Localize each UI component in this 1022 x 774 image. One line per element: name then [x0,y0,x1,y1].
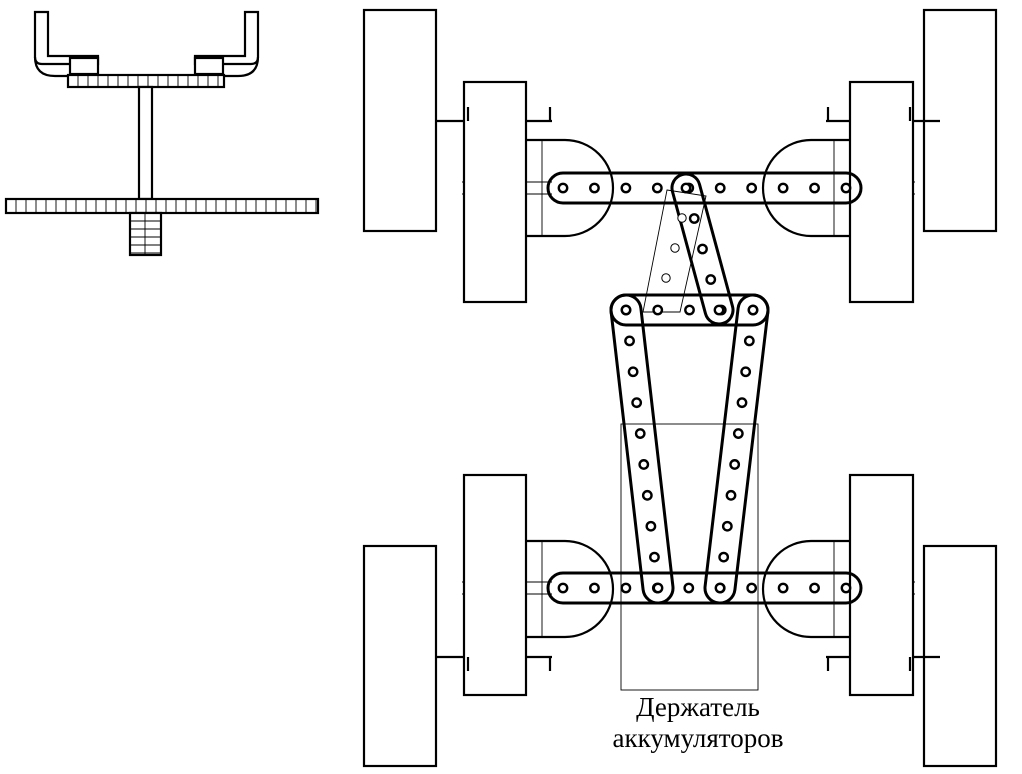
triangle-gusset [642,189,707,313]
strip-hole [652,582,664,594]
wheel-rear-left-inner [462,473,528,697]
strip-hole [809,182,820,194]
right-long-strip [703,293,770,605]
gusset-hole [661,273,671,283]
perforated-strips [546,171,863,605]
battery-holder-outline [620,423,759,691]
strip-hole [725,489,737,501]
strip-hole [620,182,632,194]
strip-hole [620,304,632,316]
gusset-hole [677,213,687,223]
front-link-strip-body [670,172,735,326]
axle-stubs [436,107,940,671]
strip-hole [729,459,741,470]
strip-hole [746,182,758,194]
hatching [77,75,219,87]
left-long-strip-body [609,293,675,605]
strip-hole [680,182,692,194]
strip-hole [634,428,646,439]
strip-hole [645,520,657,532]
strip-hole [624,335,635,347]
top-view-chassis: Держатель аккумуляторов [362,8,998,768]
strip-hole [740,366,752,378]
strip-hole [705,274,717,285]
strip-hole [721,520,733,532]
hatching [15,199,317,213]
front-cross-strip-body [546,171,863,205]
strip-hole [747,304,759,316]
strip-hole [627,366,639,378]
strip-hole [684,304,695,316]
strip-hole [557,582,569,594]
strip-hole [557,182,569,194]
strip-hole [718,551,730,563]
wheel-rear-left-outer [362,544,438,768]
strip-hole [714,182,726,194]
right-long-strip-body [703,293,770,605]
strip-hole [777,182,789,194]
strip-hole [683,582,695,594]
wheel-front-left-inner [462,80,528,304]
rear-right-motor-housing [761,539,850,639]
strip-hole [840,582,852,594]
strip-hole [736,397,748,409]
strip-hole [589,582,600,594]
vertical-rod [137,85,154,201]
strip-hole [713,304,725,316]
rear-left-motor-housing [526,539,615,639]
strip-hole [651,182,663,194]
front-left-motor-housing [526,138,615,238]
strip-hole [638,459,650,470]
strip-hole [743,335,755,347]
strip-hole [631,397,643,409]
nut-hatching [130,213,161,255]
horizontal-strip [4,197,320,215]
strip-hole [649,551,660,563]
strip-hole [620,582,632,594]
nut [128,211,163,257]
battery-holder-label-line1: Держатель [636,692,760,722]
front-right-motor-housing [761,138,850,238]
strip-hole [840,182,852,194]
side-view-bracket-assembly [4,10,320,257]
wheel-front-left-outer [362,8,438,233]
rear-cross-strip-body [546,571,863,605]
strip-hole [589,182,600,194]
strip-hole [652,304,664,316]
u-bracket [33,10,100,66]
front-cross-strip [546,171,863,205]
strip-hole [714,582,726,594]
mounting-plate [66,73,226,89]
strip-hole [777,582,789,594]
strip-hole [746,582,758,594]
strip-hole [697,243,708,255]
gusset-hole [670,243,680,253]
left-long-strip [609,293,675,605]
strip-hole [732,428,744,439]
strip-hole [641,489,653,501]
strip-hole [809,582,820,594]
strip-hole [688,213,700,224]
battery-holder-label-line2: аккумуляторов [613,723,784,753]
front-link-strip [670,172,735,326]
